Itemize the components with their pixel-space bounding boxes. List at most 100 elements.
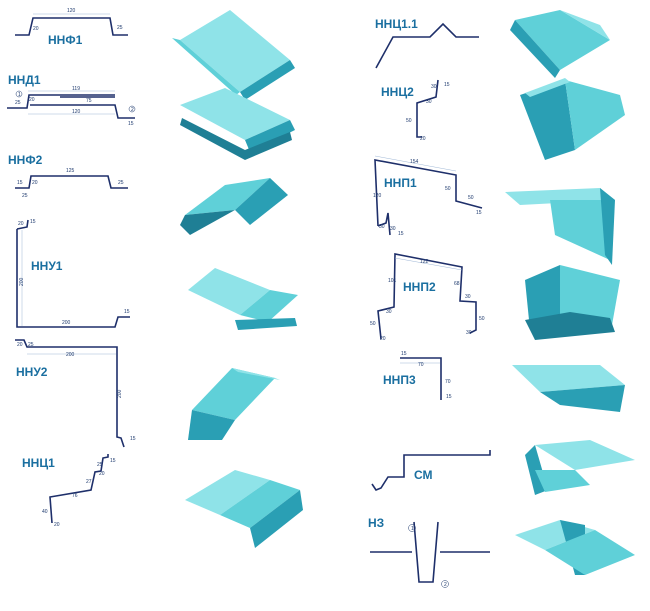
dim: 119	[72, 86, 80, 92]
dim: 15	[130, 436, 136, 442]
profile-nnd1-drawing: ННД1 119 75 120 25 15 20 1 2	[7, 73, 136, 127]
render-nnu2	[188, 368, 280, 440]
dim: 25	[118, 180, 124, 186]
profile-label: ННП1	[384, 176, 417, 190]
dim: 200	[19, 277, 25, 286]
render-nnf1	[172, 10, 295, 100]
dim: 50	[468, 195, 474, 201]
profile-nnp3-drawing: ННП3 15 70 70 15	[383, 351, 452, 400]
profile-nz-drawing: НЗ 1 2	[368, 516, 490, 588]
dim: 25	[22, 193, 28, 199]
dim: 15	[128, 121, 134, 127]
dim: 70	[445, 379, 451, 385]
dim: 20	[29, 97, 35, 103]
dim: 75	[86, 98, 92, 104]
render-nz	[515, 520, 635, 575]
profile-nnp2-drawing: ННП2 122 101 68 30 30 50 50 20 30	[370, 253, 485, 342]
profile-label: НЗ	[368, 516, 384, 530]
dim: 125	[66, 168, 75, 174]
dim: 25	[28, 342, 34, 348]
dim: 20	[380, 336, 386, 342]
profile-label: СМ	[414, 468, 433, 482]
dim: 20	[33, 26, 39, 32]
profile-label: ННФ1	[48, 33, 83, 47]
dim: 30	[426, 99, 432, 105]
dim: 25	[15, 100, 21, 106]
profile-label: ННУ2	[16, 365, 48, 379]
dim: 30	[431, 84, 437, 90]
render-nnp1	[505, 188, 615, 265]
profile-label: ННЦ2	[381, 85, 414, 99]
dim: 120	[67, 8, 76, 14]
render-nnf2	[180, 178, 288, 235]
dim: 15	[124, 309, 130, 315]
profile-label: ННУ1	[31, 259, 63, 273]
dim: 120	[72, 109, 81, 115]
dim: 30	[466, 330, 472, 336]
render-nnu1	[188, 268, 298, 330]
profile-nnu1-drawing: ННУ1 200 200 15 20 15	[16, 219, 130, 328]
marker-1: 1	[411, 526, 414, 532]
dim: 50	[370, 321, 376, 327]
dim: 15	[401, 351, 407, 357]
profile-label: ННД1	[8, 73, 41, 87]
dim: 15	[398, 231, 404, 237]
profile-label: ННП2	[403, 280, 436, 294]
dim: 68	[454, 281, 460, 287]
render-nnp2	[525, 265, 620, 340]
dim: 30	[386, 309, 392, 315]
render-nnp3	[512, 365, 625, 412]
dim: 40	[42, 509, 48, 515]
profile-label: ННЦ1.1	[375, 17, 418, 31]
profile-label: ННП3	[383, 373, 416, 387]
dim: 50	[406, 118, 412, 124]
dim: 15	[444, 82, 450, 88]
render-nnc2	[520, 78, 625, 160]
profile-nnc1-drawing: ННЦ1 76 27 25 15 20 40 20	[22, 454, 116, 528]
marker-1: 1	[18, 92, 21, 98]
render-nnc11	[510, 10, 610, 78]
dim: 20	[54, 522, 60, 528]
dim: 20	[17, 342, 23, 348]
dim: 15	[476, 210, 482, 216]
dim: 20	[18, 221, 24, 227]
render-sm	[525, 440, 635, 495]
dim: 50	[445, 186, 451, 192]
dim: 101	[388, 278, 397, 284]
profile-sm-drawing: СМ	[371, 450, 491, 491]
dim: 15	[110, 458, 116, 464]
dim: 15	[17, 180, 23, 186]
dim: 200	[62, 320, 71, 326]
render-nnd1	[180, 88, 295, 160]
dim: 200	[66, 352, 75, 358]
marker-2: 2	[444, 582, 447, 588]
profile-nnp1-drawing: ННП1 154 120 50 50 15 30 30 15	[373, 155, 483, 237]
dim: 200	[117, 389, 123, 398]
dim: 30	[379, 224, 385, 230]
profile-label: ННЦ1	[22, 456, 55, 470]
dim: 30	[390, 226, 396, 232]
dim: 122	[420, 259, 429, 265]
profile-label: ННФ2	[8, 153, 43, 167]
dim: 25	[97, 462, 103, 468]
dim: 15	[30, 219, 36, 225]
dim: 25	[117, 25, 123, 31]
profile-nnu2-drawing: ННУ2 200 200 15 20 25	[15, 339, 136, 448]
dim: 50	[479, 316, 485, 322]
dim: 154	[410, 159, 419, 165]
render-nnc1	[185, 470, 303, 548]
dim: 70	[418, 362, 424, 368]
dim: 27	[86, 479, 92, 485]
dim: 20	[420, 136, 426, 142]
dim: 15	[446, 394, 452, 400]
dim: 20	[99, 471, 105, 477]
profile-nnc11-drawing: ННЦ1.1	[375, 17, 479, 69]
profile-nnf1-drawing: 120 20 25 ННФ1	[15, 8, 128, 47]
dim: 30	[465, 294, 471, 300]
dim: 76	[72, 493, 78, 499]
dim: 20	[32, 180, 38, 186]
profile-nnc2-drawing: ННЦ2 50 30 30 15 20	[381, 79, 450, 142]
marker-2: 2	[131, 107, 134, 113]
dim: 120	[373, 193, 382, 199]
